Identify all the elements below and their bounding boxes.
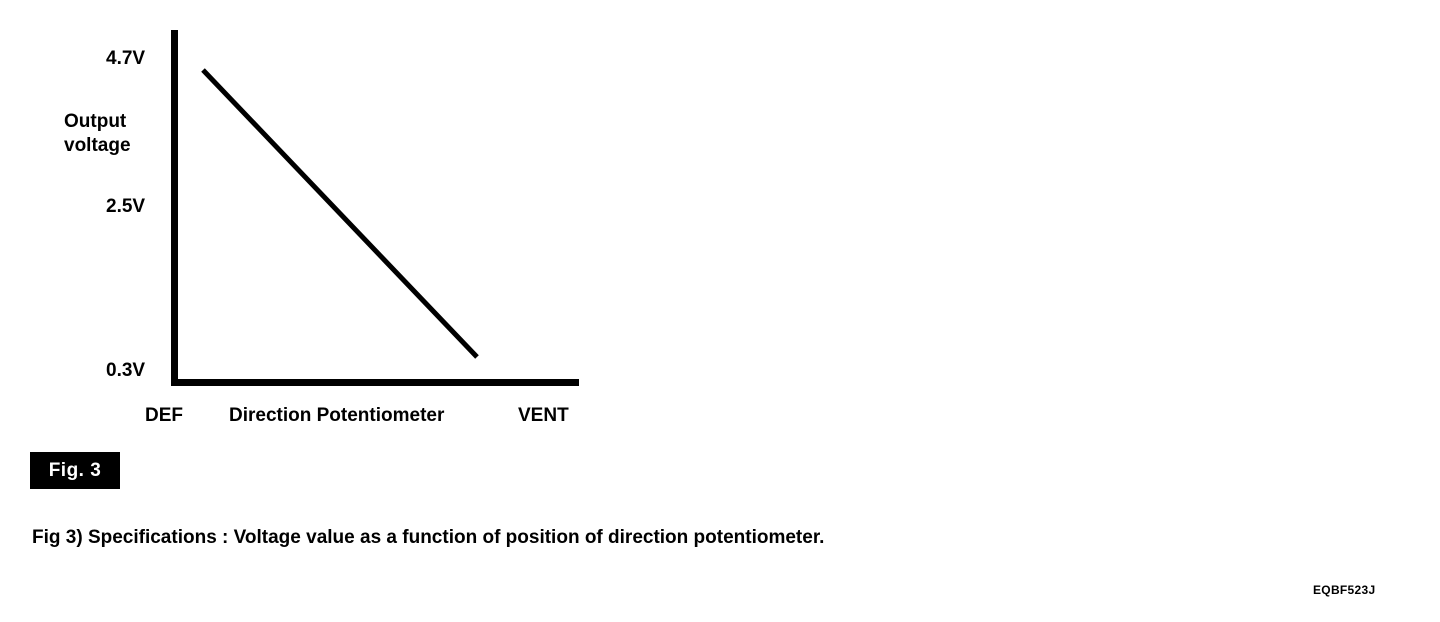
figure-container: 4.7V 2.5V 0.3V Output voltage DEF Direct…: [0, 0, 700, 440]
x-tick-label-def: DEF: [145, 405, 183, 426]
y-axis-title-line-2: voltage: [64, 135, 131, 156]
plot-area: [171, 30, 579, 386]
y-axis-line: [171, 30, 178, 386]
x-axis-line: [171, 379, 579, 386]
x-axis-title: Direction Potentiometer: [229, 405, 445, 426]
voltage-response-line: [201, 68, 479, 359]
document-reference-code: EQBF523J: [1313, 583, 1376, 597]
figure-caption: Fig 3) Specifications : Voltage value as…: [32, 527, 825, 548]
y-axis-title: Output voltage: [64, 110, 131, 158]
y-axis-title-line-1: Output: [64, 111, 127, 132]
y-tick-label-2-5v: 2.5V: [106, 196, 146, 217]
y-tick-label-0-3v: 0.3V: [106, 360, 146, 381]
y-tick-label-4-7v: 4.7V: [106, 48, 146, 69]
x-tick-label-vent: VENT: [518, 405, 569, 426]
figure-number-badge: Fig. 3: [30, 452, 120, 489]
